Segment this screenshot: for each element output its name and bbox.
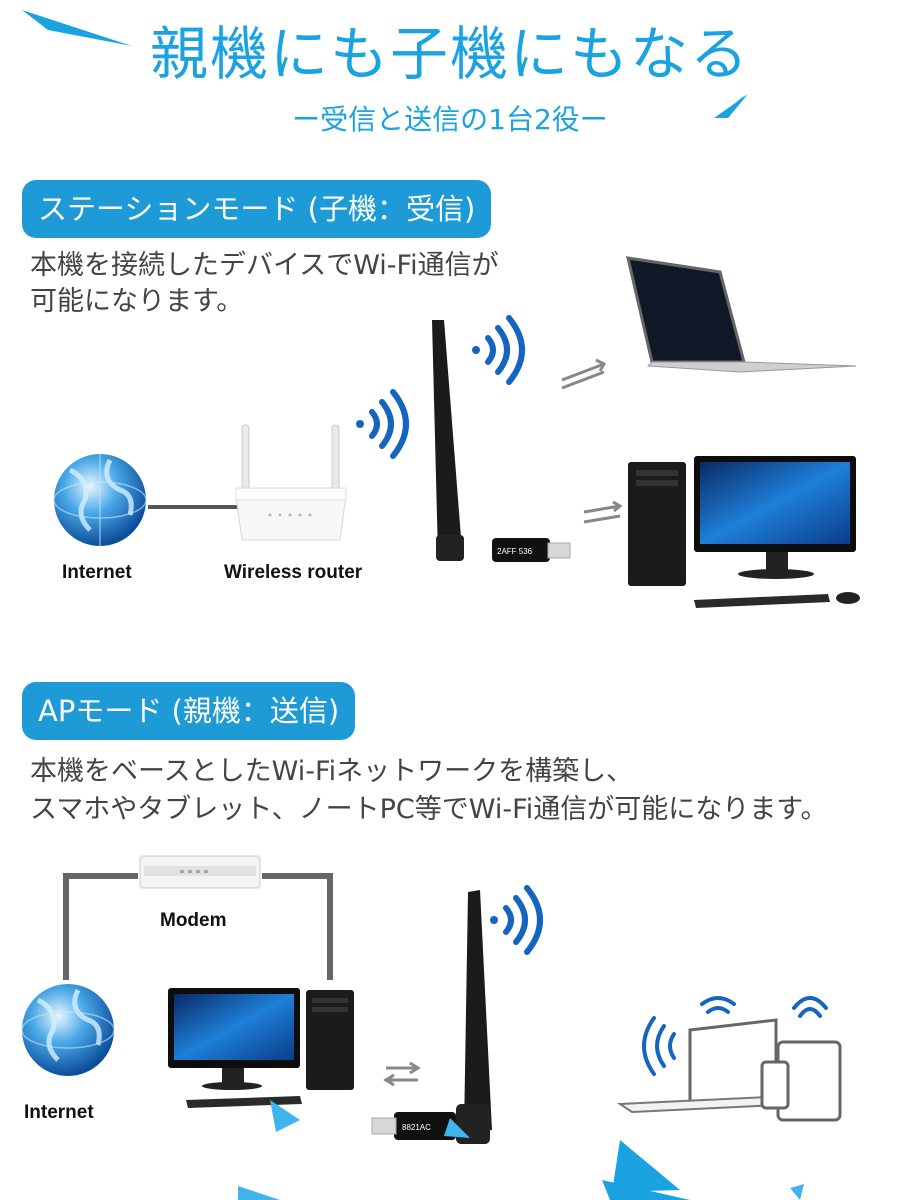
page-subtitle: ー受信と送信の1台2役ー [292, 103, 608, 136]
modem-label: Modem [160, 910, 227, 931]
devices-group [616, 996, 842, 1122]
wifi-signal-icon [356, 389, 409, 459]
ap-mode-desc-line1: 本機をベースとしたWi-Fiネットワークを構築し、 [30, 756, 634, 787]
ap-mode-desc-line2: スマホやタブレット、ノートPC等でWi-Fi通信が可能になります。 [30, 794, 828, 825]
accent-triangle [612, 1140, 680, 1192]
laptop-icon [626, 256, 857, 373]
transfer-arrows-icon [561, 358, 623, 524]
router-icon [235, 424, 347, 541]
ethernet-cable [63, 873, 138, 980]
desktop-pc-icon [168, 988, 354, 1108]
accent-triangle [270, 1100, 300, 1132]
accent-triangle [790, 1184, 804, 1200]
station-mode-desc-line2: 可能になります。 [30, 286, 244, 317]
ethernet-cable [262, 873, 333, 980]
accent-triangle [238, 1186, 280, 1200]
svg-text:8821AC: 8821AC [402, 1123, 431, 1132]
station-mode-desc-line1: 本機を接続したデバイスでWi-Fi通信が [30, 250, 499, 281]
ap-mode-badge: APモード (親機：送信) [22, 682, 356, 740]
usb-adapter-icon: 2AFF 536 [432, 320, 571, 562]
desktop-pc-icon [628, 456, 860, 608]
wifi-signal-icon [490, 885, 543, 955]
accent-triangle [22, 10, 132, 46]
usb-adapter-icon: 8821AC [371, 890, 492, 1144]
page-title: 親機にも子機にもなる [149, 20, 750, 88]
globe-icon [53, 454, 147, 546]
wifi-signal-icon [642, 996, 828, 1076]
internet-label: Internet [24, 1102, 94, 1123]
smartphone-icon [760, 1060, 790, 1110]
wifi-signal-icon [472, 315, 525, 385]
modem-icon [139, 855, 261, 889]
station-mode-badge: ステーションモード (子機：受信) [22, 180, 492, 238]
wireless-router-label: Wireless router [224, 562, 363, 583]
accent-triangle [714, 94, 748, 118]
transfer-arrows-icon [383, 1061, 421, 1087]
globe-icon [21, 984, 115, 1076]
internet-label: Internet [62, 562, 132, 583]
svg-text:2AFF 536: 2AFF 536 [497, 547, 533, 556]
accent-triangle [444, 1118, 470, 1138]
